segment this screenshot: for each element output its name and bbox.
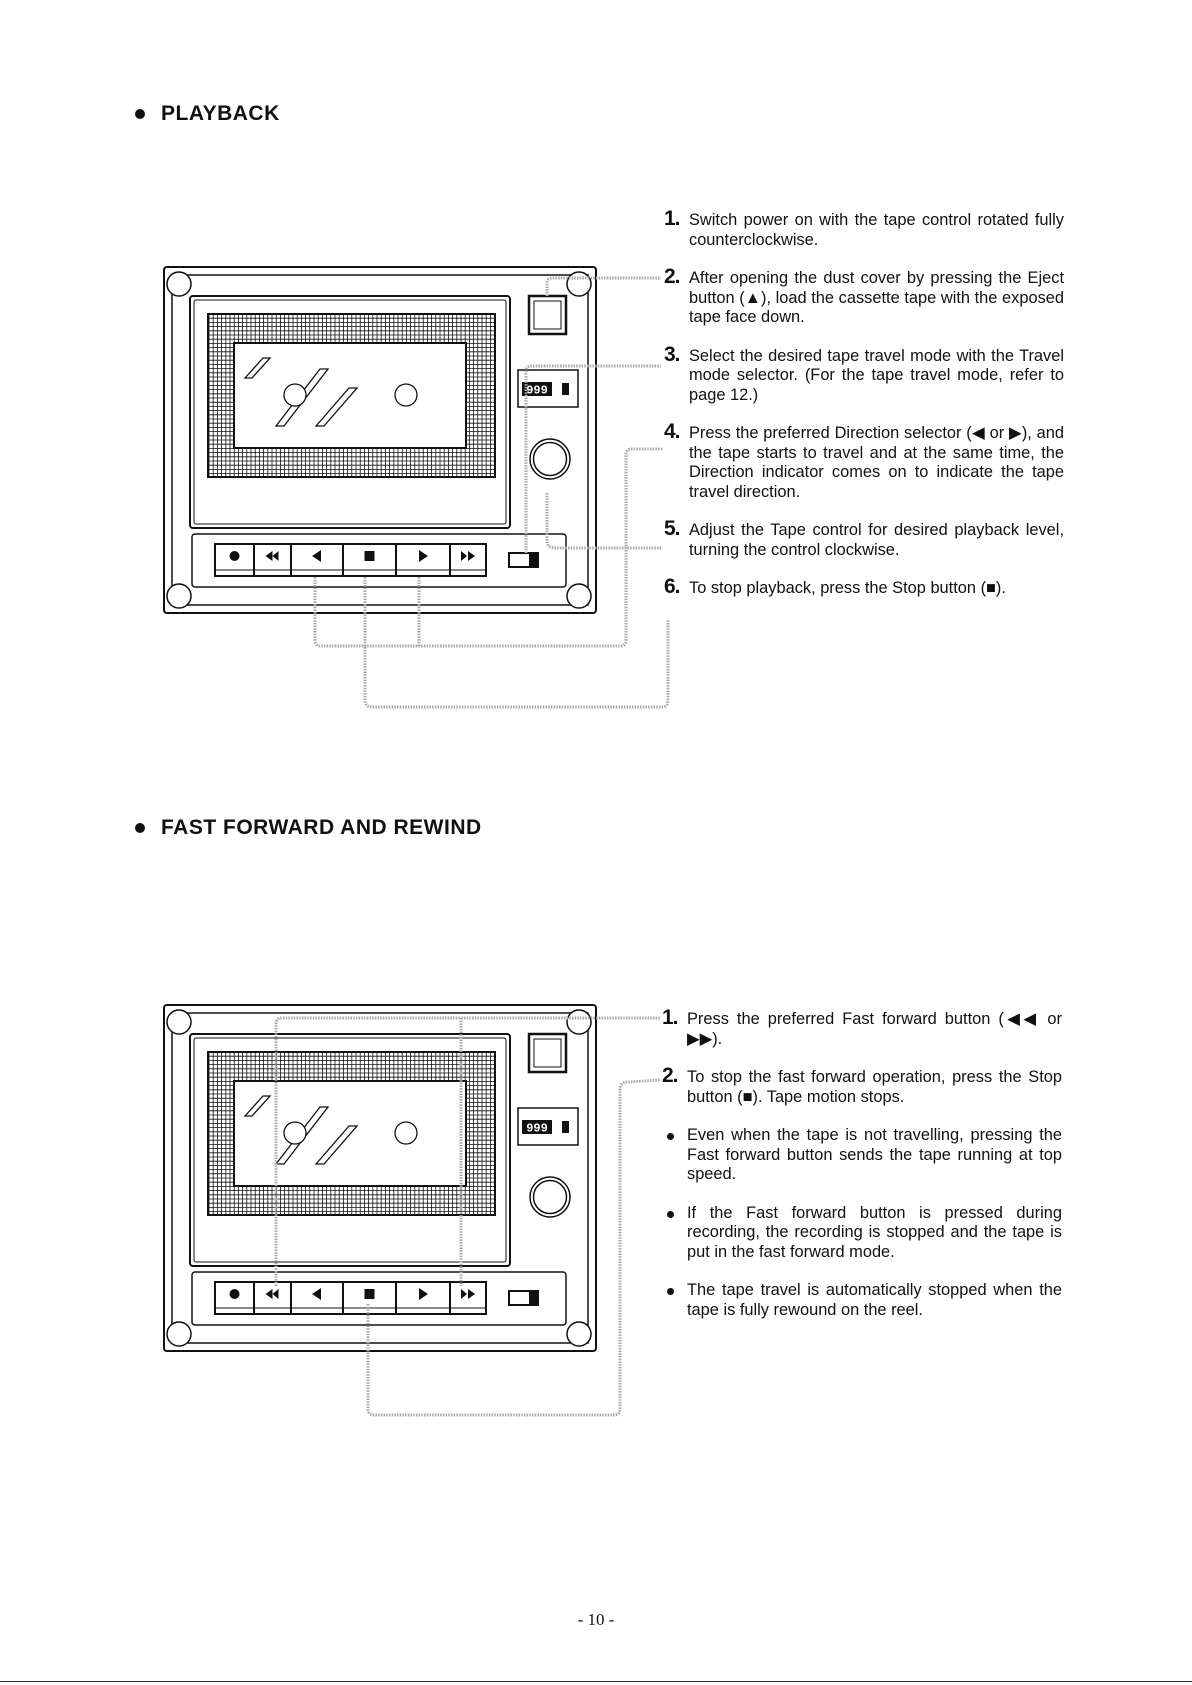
play-button[interactable] [395, 543, 451, 577]
step-text: To stop playback, press the Stop button … [689, 579, 1006, 597]
screw-icon [566, 583, 592, 609]
record-icon [229, 1289, 240, 1299]
note-text: The tape travel is automatically stopped… [687, 1281, 1062, 1319]
playback-step-4: 4. Press the preferred Direction selector… [664, 420, 1064, 502]
section-title-playback: PLAYBACK [135, 102, 280, 126]
screw-icon [166, 1321, 192, 1347]
counter-reset-button[interactable] [562, 1121, 569, 1133]
reel-icon [394, 383, 418, 407]
playback-step-3: 3. Select the desired tape travel mode wi… [664, 342, 1064, 406]
reverse-play-icon [312, 1288, 321, 1300]
section-title-fast-forward: FAST FORWARD AND REWIND [135, 816, 482, 840]
note-text: Even when the tape is not travelling, pr… [687, 1126, 1062, 1183]
section-title-text: PLAYBACK [161, 102, 280, 125]
step-text: Switch power on with the tape control ro… [689, 211, 1064, 249]
page-number: - 10 - [577, 1610, 615, 1629]
cassette-deck-diagram-playback: 999 [163, 266, 597, 616]
screw-icon [566, 1009, 592, 1035]
counter-digits: 999 [526, 1122, 548, 1136]
reel-icon [283, 1121, 307, 1145]
playback-step-6: 6. To stop playback, press the Stop butto… [664, 575, 1064, 599]
step-text: Adjust the Tape control for desired play… [689, 521, 1064, 559]
ff-note-3: The tape travel is automatically stopped… [662, 1281, 1062, 1320]
ff-step-1: 1. Press the preferred Fast forward butto… [662, 1006, 1062, 1049]
screw-icon [166, 583, 192, 609]
playback-step-2: 2. After opening the dust cover by pressi… [664, 265, 1064, 328]
screw-icon [166, 1009, 192, 1035]
screw-icon [566, 1321, 592, 1347]
record-icon [229, 551, 240, 561]
step-number: 6. [664, 575, 680, 598]
ff-note-2: If the Fast forward button is pressed du… [662, 1204, 1062, 1263]
bullet-icon [667, 1288, 674, 1295]
ff-step-2: 2. To stop the fast forward operation, pr… [662, 1064, 1062, 1107]
stop-icon [364, 1289, 375, 1299]
page-bottom-rule [0, 1681, 1192, 1682]
step-text: Select the desired tape travel mode with… [689, 346, 1064, 404]
ff-note-1: Even when the tape is not travelling, pr… [662, 1126, 1062, 1185]
play-button[interactable] [395, 1281, 451, 1315]
step-number: 2. [662, 1064, 678, 1087]
bullet-icon [667, 1133, 674, 1140]
counter-digits: 999 [526, 384, 548, 398]
stop-icon [364, 551, 375, 561]
section-title-text: FAST FORWARD AND REWIND [161, 816, 482, 839]
step-text: To stop the fast forward operation, pres… [687, 1068, 1062, 1106]
fast-forward-steps: 1. Press the preferred Fast forward butto… [662, 1006, 1062, 1320]
step-text: After opening the dust cover by pressing… [689, 269, 1064, 326]
counter-reset-button[interactable] [562, 383, 569, 395]
reverse-play-button[interactable] [290, 1281, 344, 1315]
cassette-deck-diagram-fast-forward: 999 [163, 1004, 597, 1354]
playback-step-5: 5. Adjust the Tape control for desired pl… [664, 517, 1064, 560]
note-text: If the Fast forward button is pressed du… [687, 1203, 1062, 1261]
bullet-icon [135, 109, 145, 119]
playback-step-1: 1. Switch power on with the tape control … [664, 207, 1064, 250]
rewind-icon [265, 551, 279, 561]
step-number: 2. [664, 265, 680, 288]
screw-icon [166, 271, 192, 297]
step-number: 4. [664, 420, 680, 443]
rewind-icon [265, 1289, 279, 1299]
step-number: 5. [664, 517, 680, 540]
reel-icon [283, 383, 307, 407]
step-text: Press the preferred Fast forward button … [687, 1010, 1062, 1048]
bullet-icon [135, 823, 145, 833]
step-number: 1. [664, 207, 680, 230]
reverse-play-button[interactable] [290, 543, 344, 577]
step-number: 1. [662, 1006, 678, 1029]
bullet-icon [667, 1210, 674, 1218]
reel-icon [394, 1121, 418, 1145]
step-text: Press the preferred Direction selector (… [689, 424, 1064, 501]
screw-icon [566, 271, 592, 297]
step-number: 3. [664, 342, 680, 366]
playback-steps: 1. Switch power on with the tape control … [664, 207, 1064, 599]
